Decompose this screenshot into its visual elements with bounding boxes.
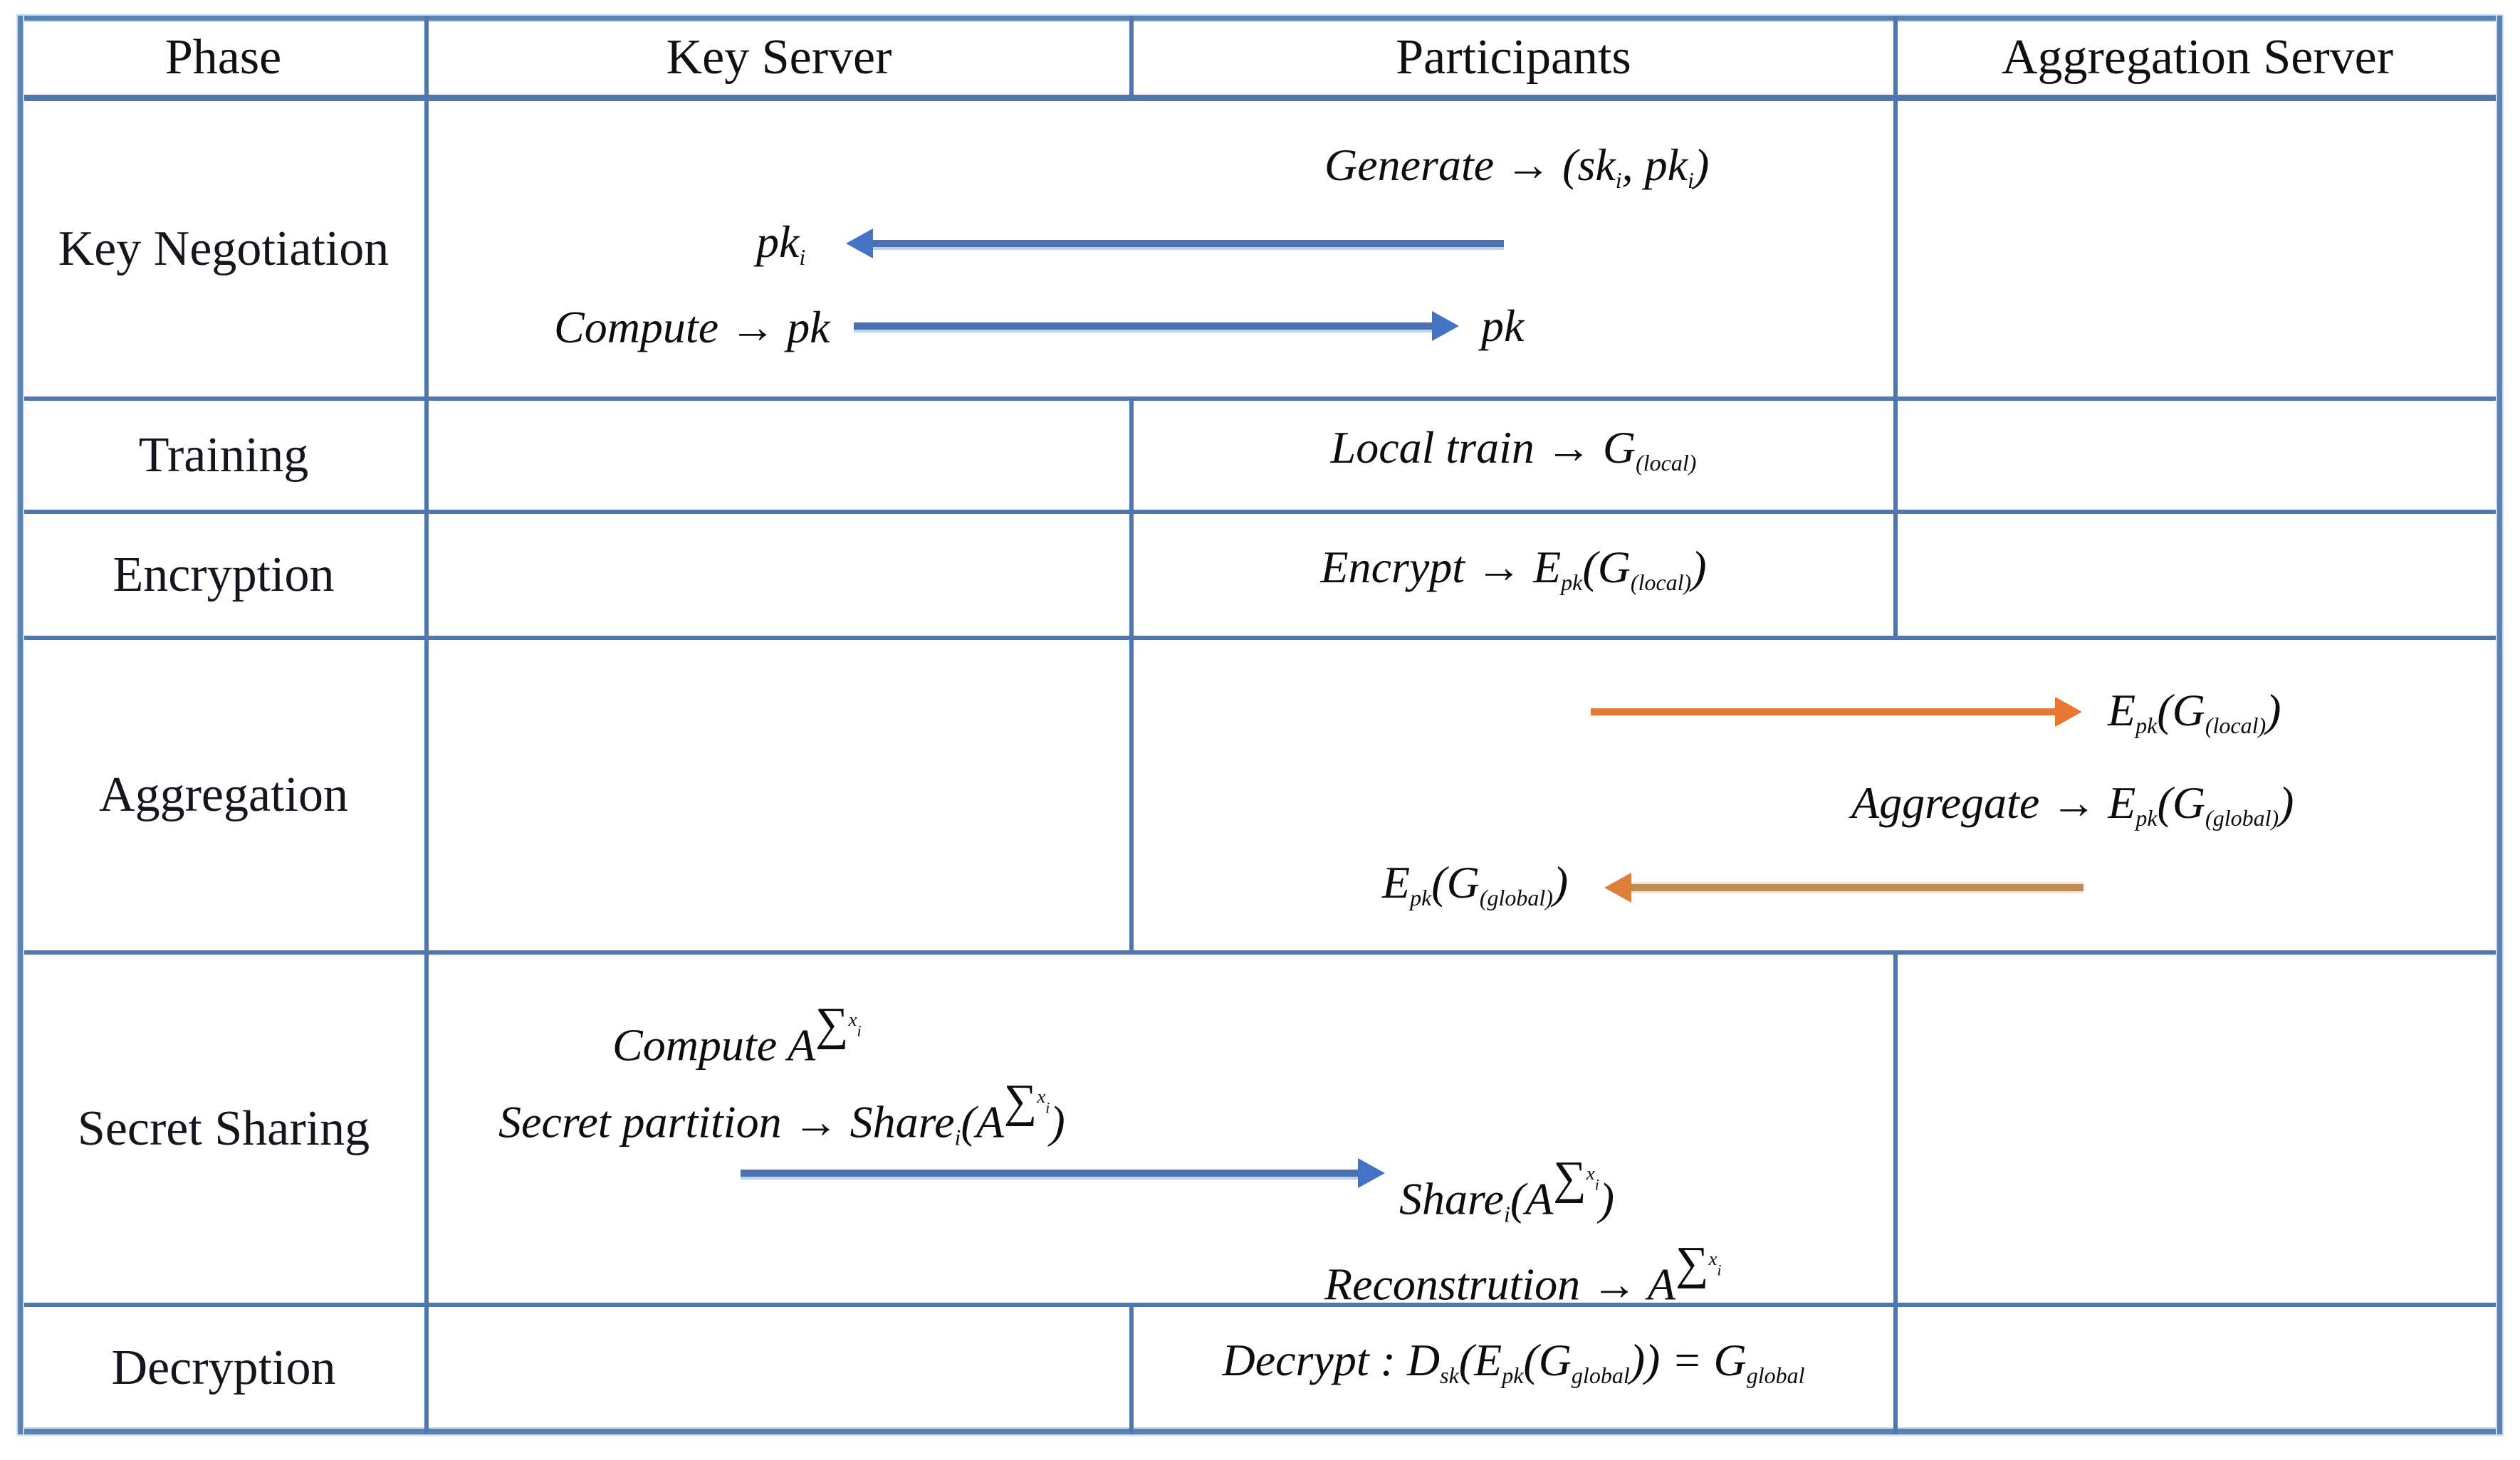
row-line-aggregation-secret bbox=[18, 950, 2502, 955]
pki-to-keyserver-arrow bbox=[846, 228, 1504, 259]
table-border-bottom bbox=[18, 1429, 2502, 1434]
phase-cell-decryption: Decryption bbox=[23, 1307, 424, 1429]
expr-encrypt: Encrypt → Epk(G(local)) bbox=[1320, 541, 1707, 596]
decryption-content-cell: Decrypt : Dsk(Epk(Gglobal)) = Gglobal bbox=[1134, 1307, 1893, 1429]
phase-cell-encryption: Encryption bbox=[23, 514, 424, 636]
row-line-encryption-aggregation bbox=[18, 636, 2502, 640]
table-border-top bbox=[18, 16, 2502, 21]
expr-local-train: Local train → G(local) bbox=[1330, 421, 1697, 476]
header-cell-aggregation-server: Aggregation Server bbox=[1898, 21, 2497, 95]
header-label-key-server: Key Server bbox=[666, 30, 892, 85]
expr-pk-label: pk bbox=[1481, 300, 1525, 351]
expr-reconstruction: Reconstrution → A∑xi bbox=[1324, 1238, 1722, 1310]
row-line-keyneg-training bbox=[18, 396, 2502, 401]
epk-global-to-participants-arrow bbox=[1604, 872, 2084, 903]
expr-generate-keys: Generate → (ski, pki) bbox=[1324, 140, 1710, 194]
table-border-right bbox=[2497, 16, 2502, 1434]
col-line-keyserver-participants-mid bbox=[1129, 396, 1134, 955]
phase-label-decryption: Decryption bbox=[111, 1340, 336, 1395]
expr-aggregate: Aggregate → Epk(G(global)) bbox=[1851, 777, 2294, 831]
phase-label-aggregation: Aggregation bbox=[99, 767, 348, 822]
header-cell-participants: Participants bbox=[1134, 21, 1893, 95]
header-label-phase: Phase bbox=[164, 30, 282, 85]
epk-local-to-aggserver-arrow bbox=[1591, 696, 2082, 728]
col-line-phase bbox=[424, 16, 429, 1434]
arrow-right-icon bbox=[1432, 311, 1459, 341]
col-line-participants-aggserver-top bbox=[1893, 16, 1898, 640]
training-content-cell: Local train → G(local) bbox=[1134, 401, 1893, 510]
header-label-participants: Participants bbox=[1396, 30, 1631, 85]
expr-compute-a: Compute A∑xi bbox=[612, 999, 862, 1071]
phase-cell-key-negotiation: Key Negotiation bbox=[23, 101, 424, 396]
expr-compute-pk: Compute → pk bbox=[554, 302, 830, 352]
phase-cell-training: Training bbox=[23, 401, 424, 510]
row-line-secret-decryption bbox=[18, 1303, 2502, 1307]
phase-label-secret-sharing: Secret Sharing bbox=[77, 1101, 370, 1156]
arrow-right-icon bbox=[2055, 697, 2082, 727]
phase-cell-secret-sharing: Secret Sharing bbox=[23, 955, 424, 1303]
expr-secret-partition: Secret partition → Sharei(A∑xi) bbox=[498, 1076, 1065, 1150]
pk-to-participants-arrow bbox=[854, 310, 1459, 342]
expr-decrypt: Decrypt : Dsk(Epk(Gglobal)) = Gglobal bbox=[1222, 1334, 1805, 1389]
header-cell-phase: Phase bbox=[18, 21, 429, 95]
col-line-participants-aggserver-bottom bbox=[1893, 950, 1898, 1434]
expr-share-label: Sharei(A∑xi) bbox=[1399, 1152, 1615, 1227]
expr-pki-label: pki bbox=[756, 216, 806, 271]
phase-label-training: Training bbox=[138, 427, 309, 483]
expr-epk-local-label: Epk(G(local)) bbox=[2108, 685, 2281, 739]
header-cell-key-server: Key Server bbox=[429, 21, 1129, 95]
row-line-training-encryption bbox=[18, 510, 2502, 514]
encryption-content-cell: Encrypt → Epk(G(local)) bbox=[1134, 514, 1893, 636]
header-separator-line bbox=[18, 95, 2502, 101]
phase-cell-aggregation: Aggregation bbox=[23, 640, 424, 950]
col-line-keyserver-participants-header bbox=[1129, 16, 1134, 101]
phase-label-encryption: Encryption bbox=[113, 547, 335, 602]
arrow-left-icon bbox=[846, 229, 873, 258]
table-border-left bbox=[18, 16, 23, 1434]
arrow-right-icon bbox=[1358, 1158, 1385, 1188]
arrow-left-icon bbox=[1604, 873, 1631, 903]
col-line-keyserver-participants-bottom bbox=[1129, 1303, 1134, 1434]
phase-label-key-negotiation: Key Negotiation bbox=[58, 221, 389, 276]
header-label-aggregation-server: Aggregation Server bbox=[2001, 30, 2394, 85]
share-to-participants-arrow bbox=[741, 1157, 1385, 1189]
expr-epk-global-label: Epk(G(global)) bbox=[1382, 857, 1569, 911]
